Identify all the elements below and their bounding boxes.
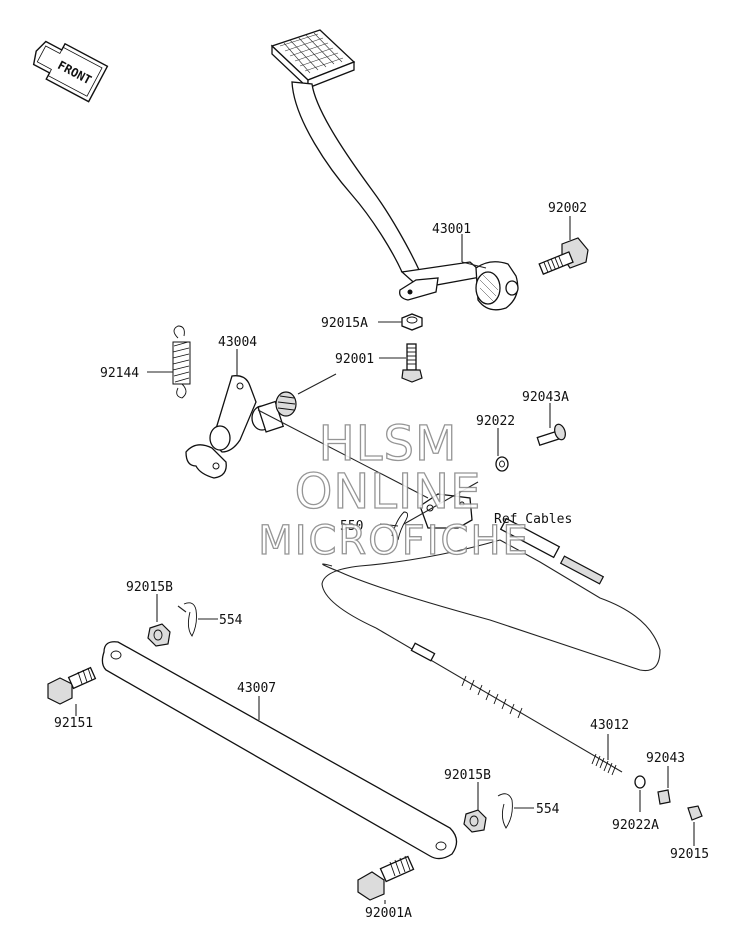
leader-lines [75,216,695,904]
label-92001A: 92001A [365,906,412,921]
label-554-top: 554 [219,613,243,628]
bolt-92001 [401,343,423,383]
watermark-line3: MICROFICHE [258,518,530,564]
brake-rod-43007 [101,641,458,860]
label-92002: 92002 [548,201,587,216]
front-arrow-icon: FRONT [32,40,109,103]
washer-92022A [634,775,646,789]
label-43004: 43004 [218,335,257,350]
label-43007: 43007 [237,681,276,696]
bolt-92001A [357,855,415,901]
nut-92015B-top [147,623,171,647]
watermark: HLSM ONLINE MICROFICHE [258,415,530,564]
label-43012: 43012 [590,718,629,733]
label-92001: 92001 [335,352,374,367]
spring-92144 [172,325,191,399]
washer-92022 [495,456,509,472]
label-92151: 92151 [54,716,93,731]
clevis-joint [419,493,473,529]
label-92043: 92043 [646,751,685,766]
watermark-line1: HLSM [319,416,458,472]
label-92015B-top: 92015B [126,580,173,595]
part-labels: 43001 92002 92015A 43004 92001 92144 920… [54,201,709,921]
label-92144: 92144 [100,366,139,381]
nut-92043 [657,789,671,805]
label-92015: 92015 [670,847,709,862]
watermark-line2: ONLINE [295,464,482,520]
label-92022A: 92022A [612,818,659,833]
nut-92015 [687,805,703,821]
brake-arm-43004 [185,375,297,479]
label-92015A: 92015A [321,316,368,331]
pin-92043A [536,423,566,447]
label-43001: 43001 [432,222,471,237]
label-554-bottom: 554 [536,802,560,817]
cotter-pin-550 [391,511,409,541]
bolt-92002 [538,237,589,275]
nut-92015A [401,313,423,331]
ref-cable [321,517,661,776]
bolt-92151 [47,666,97,705]
label-ref-cables: Ref Cables [494,512,572,527]
nut-92015B-bottom [463,809,487,833]
brake-pedal-43001 [270,29,519,311]
label-92015B-bottom: 92015B [444,768,491,783]
label-550: 550 [340,519,363,534]
label-92022: 92022 [476,414,515,429]
label-92043A: 92043A [522,390,569,405]
clip-554-top [183,602,197,637]
clip-554-bottom [497,793,513,829]
